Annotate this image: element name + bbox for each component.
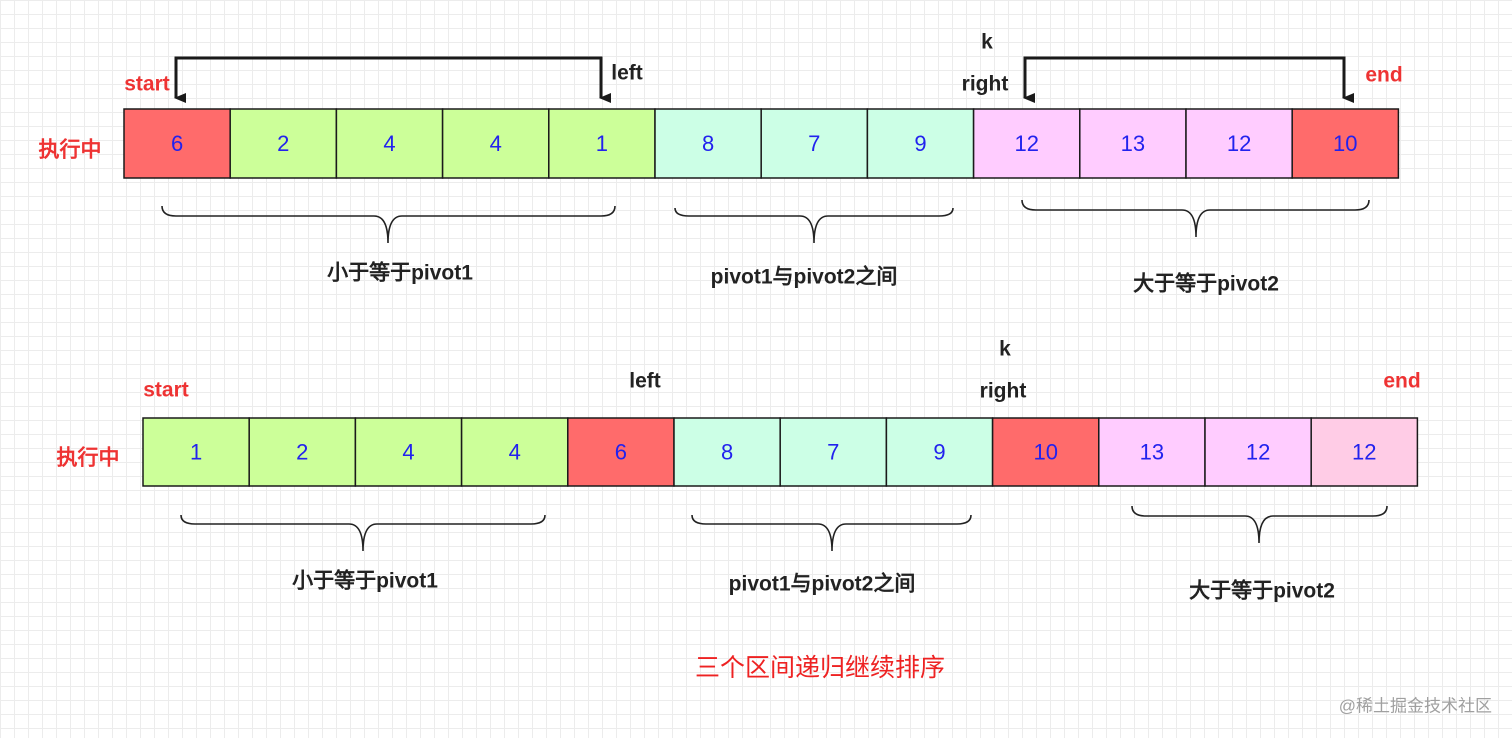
array-cell-low [229,108,338,179]
range-label-high: 大于等于pivot2 [1133,272,1279,296]
range-label-mid: pivot1与pivot2之间 [729,572,916,596]
array-cells: 6 2 4 4 1 8 7 9 12 13 12 10 [123,108,1400,179]
array-cell-pivot [123,108,231,179]
array-cell-value: 9 [914,131,926,156]
array-cell-high [972,108,1081,179]
pointer-start: start [124,73,170,96]
pointer-right: right [980,380,1027,403]
ranges-row-1: 小于等于pivot1 pivot1与pivot2之间 大于等于pivot2 [161,199,1370,296]
array-cell-pivot [1291,108,1400,179]
pointers-row-1: start left k right end [124,31,1403,103]
watermark: @稀土掘金技术社区 [1339,697,1492,716]
array-cell-value: 1 [190,440,202,465]
array-cell-pivot [567,417,675,487]
array-cell-value: 6 [171,131,183,156]
state-label: 执行中 [57,446,120,470]
array-cell-value: 2 [277,131,289,156]
array-cell-value: 12 [1246,440,1270,465]
swap-arrow-right [1023,56,1354,103]
range-label-mid: pivot1与pivot2之间 [711,265,898,289]
range-label-high: 大于等于pivot2 [1189,579,1335,603]
array-cell-value: 8 [721,440,733,465]
array-cell-value: 12 [1014,131,1038,156]
array-cell-pivot [991,417,1100,487]
array-cell-value: 2 [296,440,308,465]
pointer-left: left [611,62,643,85]
array-cell-value: 1 [596,131,608,156]
pointer-k: k [999,338,1011,361]
array-cell-value: 7 [808,131,820,156]
array-cell-mid [866,108,975,179]
array-cell-low [335,108,444,179]
pointer-end: end [1383,370,1420,393]
array-cell-value: 13 [1121,131,1145,156]
array-cell-low [548,108,656,179]
pointers-row-2: start left k right end [143,338,1420,403]
array-cell-low [460,417,569,487]
array-cell-value: 10 [1333,131,1357,156]
array-cell-mid [654,108,762,179]
array-cell-value: 12 [1227,131,1251,156]
pointer-left: left [629,370,661,393]
array-cell-value: 4 [402,440,414,465]
pointer-k: k [981,31,993,54]
pointer-end: end [1365,64,1402,87]
array-cell-high [1079,108,1187,179]
state-label: 执行中 [39,138,102,162]
caption: 三个区间递归继续排序 [695,654,945,682]
array-cell-value: 10 [1033,440,1057,465]
brace-range-high [1131,505,1388,544]
pointer-right: right [962,73,1009,96]
array-cell-value: 4 [490,131,502,156]
swap-arrow-left [174,56,611,103]
range-label-low: 小于等于pivot1 [327,261,473,285]
brace-range-mid [674,207,954,244]
array-cell-mid [885,417,994,487]
range-label-low: 小于等于pivot1 [292,569,438,593]
array-cell-high [1098,417,1206,487]
array-cell-value: 6 [615,440,627,465]
array-cell-high_light [1310,417,1419,487]
array-cell-low [248,417,357,487]
array-cell-value: 9 [933,440,945,465]
array-cell-value: 4 [509,440,521,465]
array-cell-mid [673,417,781,487]
array-cell-value: 7 [827,440,839,465]
array-cell-low [354,417,463,487]
array-row-1: 执行中 6 2 4 4 1 8 7 9 12 13 12 10 [39,108,1400,179]
array-cell-value: 8 [702,131,714,156]
array-cell-value: 13 [1140,440,1164,465]
array-cell-value: 12 [1352,440,1376,465]
brace-range-mid [691,514,972,552]
brace-range-low [180,514,546,552]
pointer-start: start [143,379,189,402]
brace-range-high [1021,199,1370,238]
array-cell-high [1204,417,1312,487]
brace-range-low [161,205,616,244]
ranges-row-2: 小于等于pivot1 pivot1与pivot2之间 大于等于pivot2 [180,505,1388,603]
array-cell-value: 4 [383,131,395,156]
array-cell-mid [760,108,869,179]
